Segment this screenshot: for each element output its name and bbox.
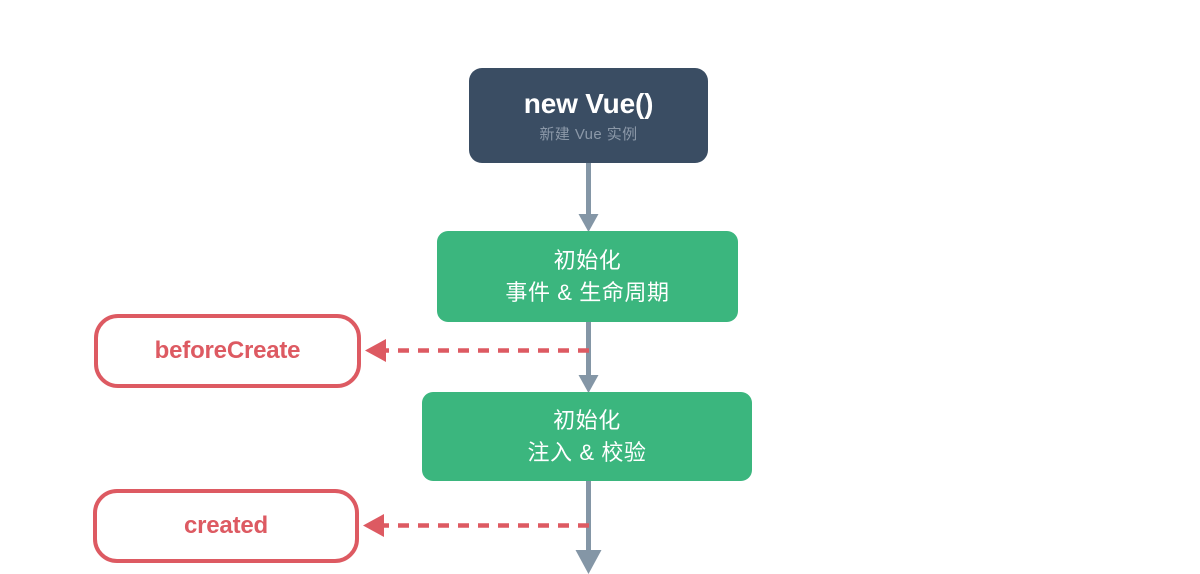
- node-hook-before-create-label: beforeCreate: [154, 336, 301, 364]
- arrow-to-before-create: [365, 339, 589, 362]
- node-init-injections-line2: 注入 & 校验: [527, 439, 647, 465]
- arrow-init-injections-to-next: [575, 481, 602, 574]
- node-new-vue-subtitle: 新建 Vue 实例: [539, 126, 638, 144]
- node-new-vue[interactable]: new Vue() 新建 Vue 实例: [469, 68, 708, 163]
- node-init-injections-line1: 初始化: [553, 407, 621, 433]
- node-init-events-line1: 初始化: [553, 247, 622, 273]
- node-hook-created-label: created: [184, 511, 268, 539]
- arrow-to-created: [363, 514, 589, 537]
- arrow-init-events-to-init-injections: [578, 322, 599, 393]
- node-hook-before-create[interactable]: beforeCreate: [94, 314, 361, 388]
- node-hook-created[interactable]: created: [93, 489, 359, 563]
- arrow-root-to-init-events: [578, 163, 599, 232]
- node-new-vue-title: new Vue(): [523, 88, 654, 120]
- node-init-events-line2: 事件 & 生命周期: [505, 279, 670, 305]
- node-init-injections-reactivity[interactable]: 初始化 注入 & 校验: [422, 392, 752, 481]
- node-init-events-lifecycle[interactable]: 初始化 事件 & 生命周期: [437, 231, 738, 322]
